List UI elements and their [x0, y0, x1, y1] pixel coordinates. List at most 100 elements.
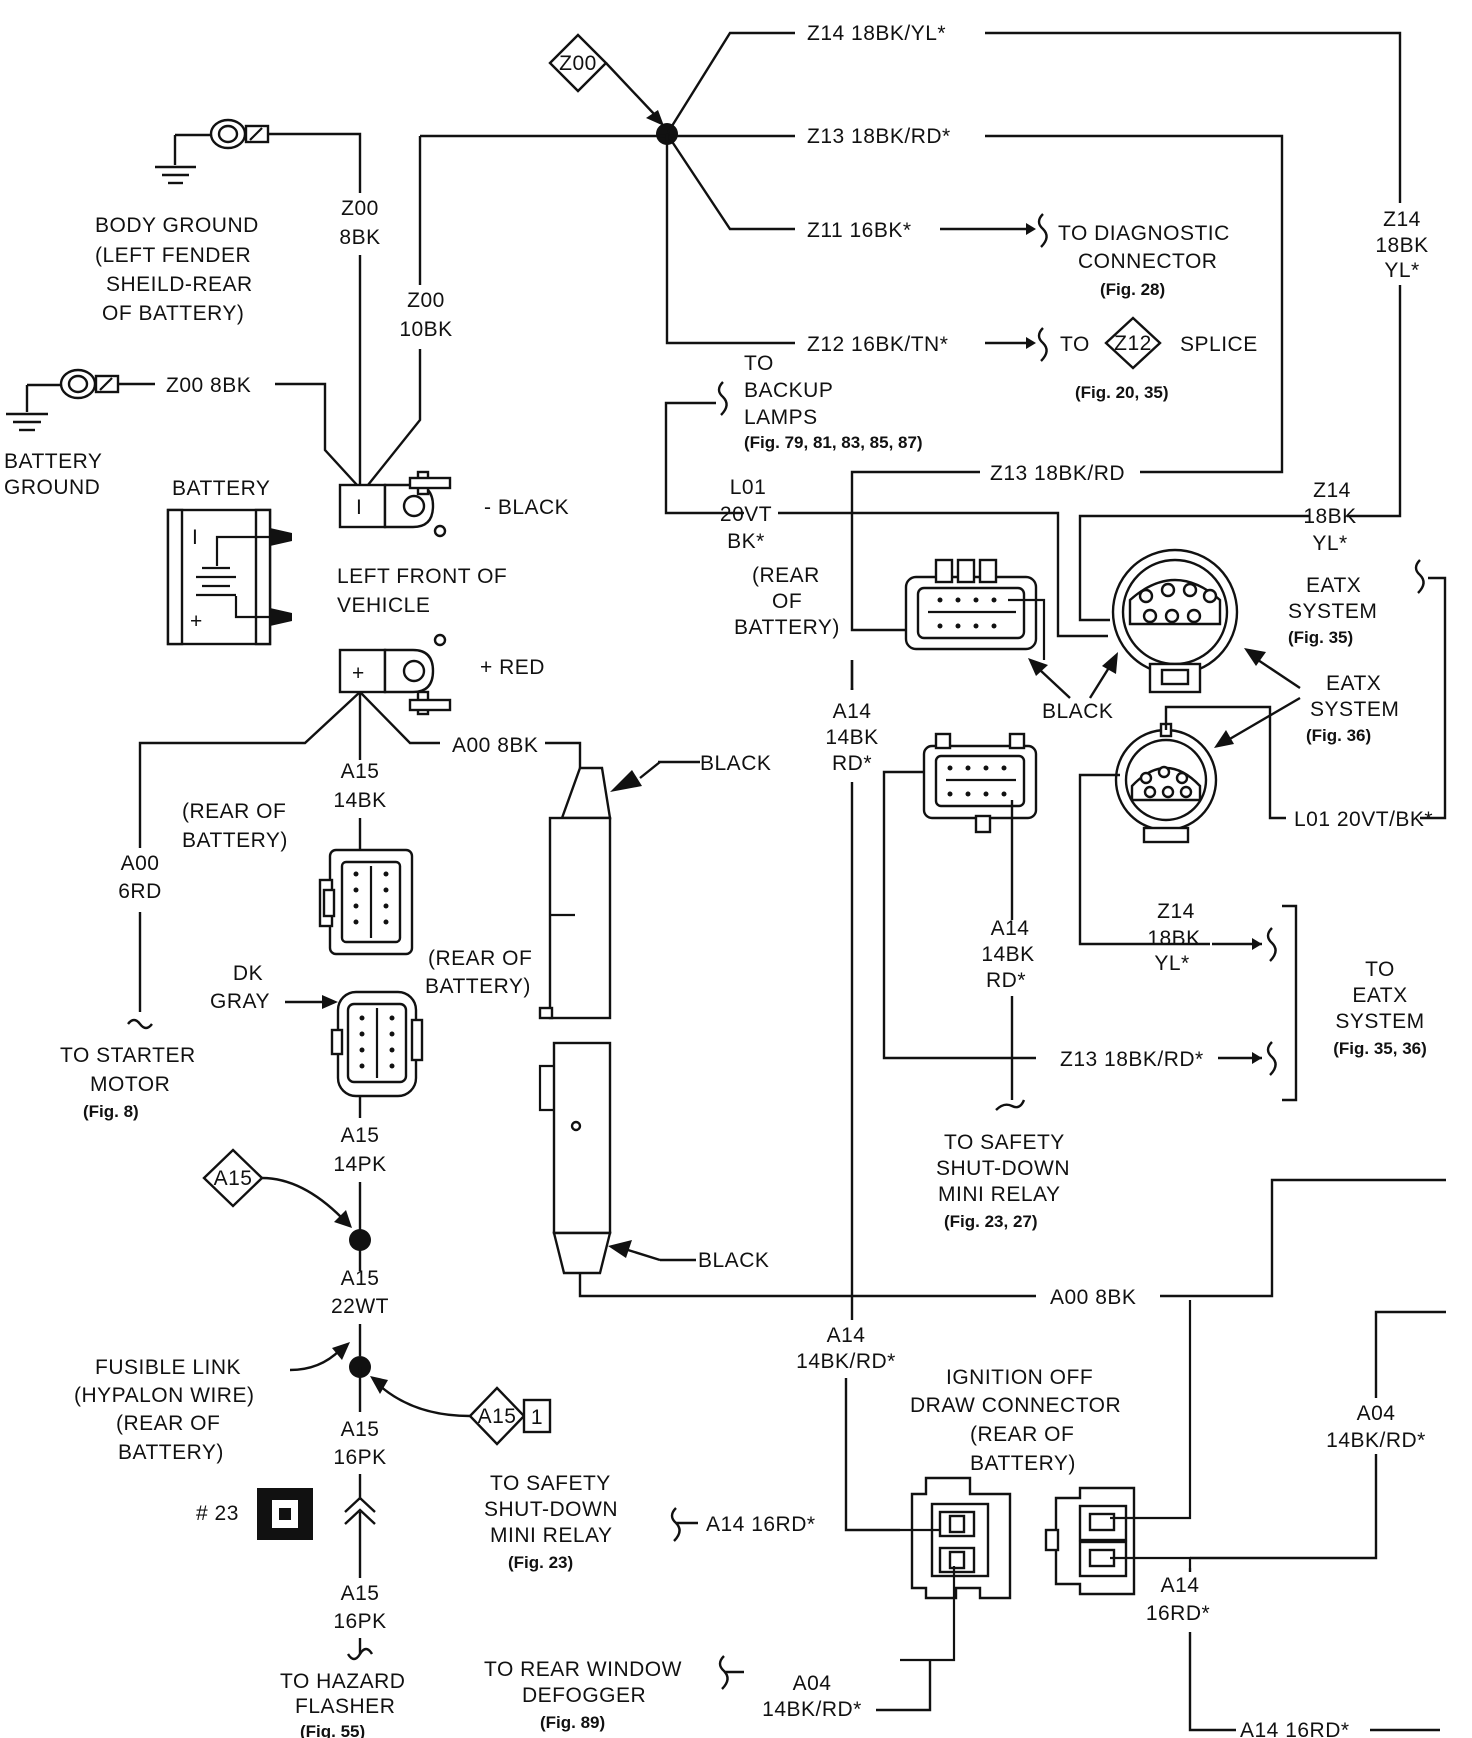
a14-mid-label-2: 14BK [981, 943, 1034, 966]
to-hazard-line-2: FLASHER [295, 1695, 395, 1718]
eatx-36-line-1: EATX [1326, 672, 1381, 695]
z00-splice-diamond-label: Z00 [559, 52, 597, 75]
to-ssd-line-1: TO SAFETY [944, 1131, 1065, 1154]
black-connector-label: BLACK [1042, 700, 1113, 723]
z12-wire: Z12 16BK/TN* TO Z12 SPLICE (Fig. 20, 35) [807, 316, 1258, 402]
eatx-35-line-1: EATX [1306, 574, 1361, 597]
z14-right-label-3: YL* [1384, 259, 1419, 282]
rear-of-battery-c-2: BATTERY) [425, 975, 531, 998]
l01-label-1: L01 [730, 476, 767, 499]
a14-mid-label-1: A14 [991, 917, 1030, 940]
black-connector-lower: BLACK [538, 1041, 769, 1275]
l01-label-3: BK* [727, 530, 765, 553]
to-eatx-line-3: SYSTEM [1335, 1010, 1424, 1033]
positive-battery-clamp: + + RED [338, 633, 545, 716]
to-rear-fig: (Fig. 89) [540, 1713, 605, 1732]
z14-low-label-3: YL* [1154, 952, 1189, 975]
a15-splice-diamond [202, 1148, 264, 1208]
battery-ground: Z00 8BK BATTERY GROUND [4, 368, 358, 499]
a15-16pk-a-2: 16PK [333, 1446, 386, 1469]
z00-10bk-1: Z00 [407, 289, 445, 312]
a04-bottom-label-2: 14BK/RD* [762, 1698, 862, 1721]
to-eatx-line-1: TO [1365, 958, 1395, 981]
to-ssd-line-3: MINI RELAY [938, 1183, 1060, 1206]
dk-gray-1: DK [233, 962, 263, 985]
to-backup-line-2: BACKUP [744, 379, 833, 402]
z13-top-label: Z13 18BK/RD* [807, 125, 951, 148]
z14-top-label: Z14 18BK/YL* [807, 22, 946, 45]
z14-low-label-1: Z14 [1157, 900, 1195, 923]
a15-14bk-2: 14BK [333, 789, 386, 812]
round-connector-eatx-36 [1114, 722, 1218, 844]
a14-16rd-v-1: A14 [1161, 1574, 1200, 1597]
eatx-36-line-2: SYSTEM [1310, 698, 1399, 721]
a15-16pk-b-2: 16PK [333, 1610, 386, 1633]
a04-right-label-1: A04 [1357, 1402, 1396, 1425]
battery-pos-mark: + [190, 610, 203, 633]
rear-of-battery-a-2: OF [772, 590, 802, 613]
z00-8bk-vertical-1: Z00 [341, 197, 379, 220]
black-fuse-bottom-label: BLACK [698, 1249, 769, 1272]
z12-diamond-label: Z12 [1114, 332, 1152, 355]
z11-label: Z11 16BK* [807, 219, 912, 242]
a15-22wt-2: 22WT [331, 1295, 389, 1318]
black-connector-upper: BLACK [538, 752, 771, 1020]
black-negative-label: - BLACK [484, 496, 569, 519]
to-hazard-fig: (Fig. 55) [300, 1722, 365, 1738]
a14-top-label-3: RD* [832, 752, 872, 775]
round-connector-eatx-35 [1111, 548, 1239, 694]
to-starter-line-1: TO STARTER [60, 1044, 196, 1067]
to-rear-line-1: TO REAR WINDOW [484, 1658, 682, 1681]
a15-splice: A15 [202, 1148, 371, 1251]
l01-label-2: 20VT [720, 503, 772, 526]
svg-text:I: I [356, 496, 362, 519]
a15-1-diamond [468, 1386, 526, 1446]
to-splice-to: TO [1060, 333, 1090, 356]
to-ssd2-line-1: TO SAFETY [490, 1472, 611, 1495]
l01-right-label: L01 20VT/BK* [1294, 808, 1433, 831]
a04-bottom-label-1: A04 [793, 1672, 832, 1695]
battery-ground-line-2: GROUND [4, 476, 100, 499]
red-positive-label: + RED [480, 656, 545, 679]
to-ssd2-line-3: MINI RELAY [490, 1524, 612, 1547]
to-diagnostic-line-1: TO DIAGNOSTIC [1058, 222, 1230, 245]
body-ground-line-2: (LEFT FENDER [95, 244, 251, 267]
rear-of-battery-a-1: (REAR [752, 564, 820, 587]
a00-8bk-top-label: A00 8BK [452, 734, 538, 757]
to-backup-line-3: LAMPS [744, 406, 818, 429]
a14-top-label-2: 14BK [825, 726, 878, 749]
body-ground-line-1: BODY GROUND [95, 214, 259, 237]
svg-text:+: + [352, 662, 365, 685]
ignition-off-draw-connector [900, 1476, 1012, 1662]
eatx-36-fig: (Fig. 36) [1306, 726, 1371, 745]
a15-14pk-1: A15 [341, 1124, 380, 1147]
z00-splice-diamond [548, 33, 608, 93]
splice-label: SPLICE [1180, 333, 1258, 356]
left-front-line-2: VEHICLE [337, 594, 430, 617]
to-ssd-fig: (Fig. 23, 27) [944, 1212, 1038, 1231]
negative-battery-clamp: I - BLACK [338, 470, 569, 538]
fusible-line-1: FUSIBLE LINK [95, 1356, 241, 1379]
a15-diamond-label: A15 [214, 1167, 253, 1190]
top-splice-group: Z00 [420, 31, 795, 345]
a15-connector-lower [330, 990, 424, 1098]
z11-wire: Z11 16BK* TO DIAGNOSTIC CONNECTOR (Fig. … [807, 213, 1230, 299]
a15-16pk-a-1: A15 [341, 1418, 380, 1441]
a14-low-label-2: 14BK/RD* [796, 1350, 896, 1373]
fusible-line-3: (REAR OF [116, 1412, 220, 1435]
to-diagnostic-fig: (Fig. 28) [1100, 280, 1165, 299]
z00-10bk-2: 10BK [399, 318, 452, 341]
ign-line-3: (REAR OF [970, 1423, 1074, 1446]
a00-6rd-2: 6RD [118, 880, 162, 903]
rear-of-battery-b-2: BATTERY) [182, 829, 288, 852]
eatx-35-line-2: SYSTEM [1288, 600, 1377, 623]
num-23-label: # 23 [196, 1502, 239, 1525]
z14-mid-label-3: YL* [1312, 532, 1347, 555]
rect-connector-middle [922, 732, 1038, 834]
z14-mid-label-2: 18BK [1303, 505, 1356, 528]
rear-of-battery-a-3: BATTERY) [734, 616, 840, 639]
black-fuse-top-label: BLACK [700, 752, 771, 775]
z00-8bk-vertical-2: 8BK [339, 226, 380, 249]
connector-23-icon [257, 1488, 313, 1540]
